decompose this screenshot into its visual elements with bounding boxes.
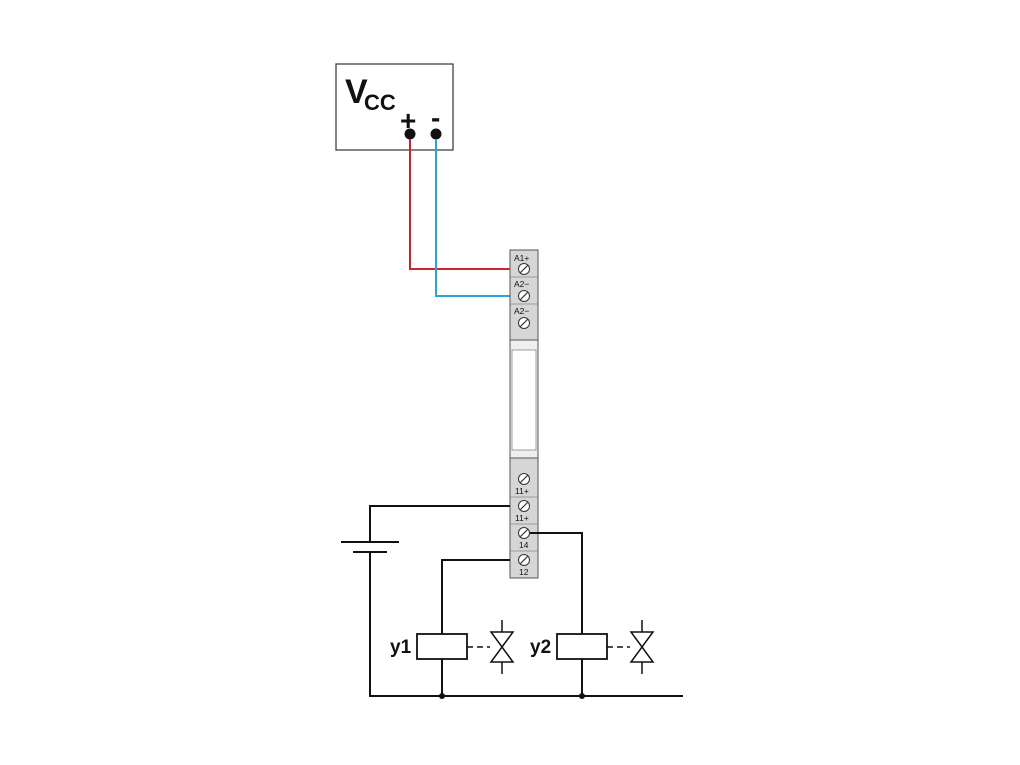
- terminal-11-plus: 11+: [510, 473, 538, 498]
- terminal-11-plus-2: 11+: [510, 500, 538, 525]
- minus-sign: -: [431, 102, 440, 133]
- battery-positive-wire: [369, 505, 510, 542]
- positive-terminal: [404, 128, 416, 140]
- screw-terminal-icon: [518, 554, 530, 566]
- battery-negative-wire: [369, 552, 683, 697]
- valve-icon: [489, 620, 515, 674]
- screw-terminal-icon: [518, 317, 530, 329]
- terminal-label: 14: [519, 540, 529, 550]
- load-y2: y2: [530, 620, 655, 674]
- plus-sign: +: [400, 105, 416, 136]
- relay-window: [511, 349, 537, 451]
- terminal-a2-minus: A2−: [510, 279, 538, 305]
- terminal-label: 11+: [515, 513, 529, 523]
- negative-terminal: [430, 128, 442, 140]
- load-label: y1: [390, 637, 412, 658]
- terminal-label: 11+: [515, 486, 529, 496]
- relay-module: A1+ A2− A2−: [509, 249, 539, 579]
- screw-terminal-icon: [518, 263, 530, 275]
- power-supply: V CC + -: [335, 63, 454, 151]
- relay-coil-icon: [416, 633, 468, 660]
- terminal-a2-minus-2: A2−: [514, 306, 530, 329]
- junction-dot: [439, 693, 445, 699]
- screw-terminal-icon: [518, 527, 530, 539]
- contact-12-wire: [441, 559, 510, 634]
- positive-wire: [409, 139, 510, 270]
- terminal-12: 12: [518, 554, 530, 577]
- contact-14-wire: [530, 532, 583, 634]
- load-y1: y1: [390, 620, 515, 674]
- supply-subscript: CC: [364, 90, 396, 115]
- terminal-label: A2−: [514, 279, 529, 289]
- screw-terminal-icon: [518, 500, 530, 512]
- supply-label: V: [345, 73, 368, 111]
- screw-terminal-icon: [518, 473, 530, 485]
- terminal-label: A2−: [514, 306, 529, 316]
- screw-terminal-icon: [518, 290, 530, 302]
- terminal-a1-plus: A1+: [510, 253, 538, 278]
- junction-dot: [579, 693, 585, 699]
- load-label: y2: [530, 637, 551, 658]
- relay-coil-icon: [556, 633, 608, 660]
- valve-icon: [629, 620, 655, 674]
- terminal-label: 12: [519, 567, 529, 577]
- battery-icon: [341, 541, 399, 553]
- terminal-label: A1+: [514, 253, 529, 263]
- terminal-14: 14: [510, 527, 538, 552]
- negative-wire: [435, 139, 510, 297]
